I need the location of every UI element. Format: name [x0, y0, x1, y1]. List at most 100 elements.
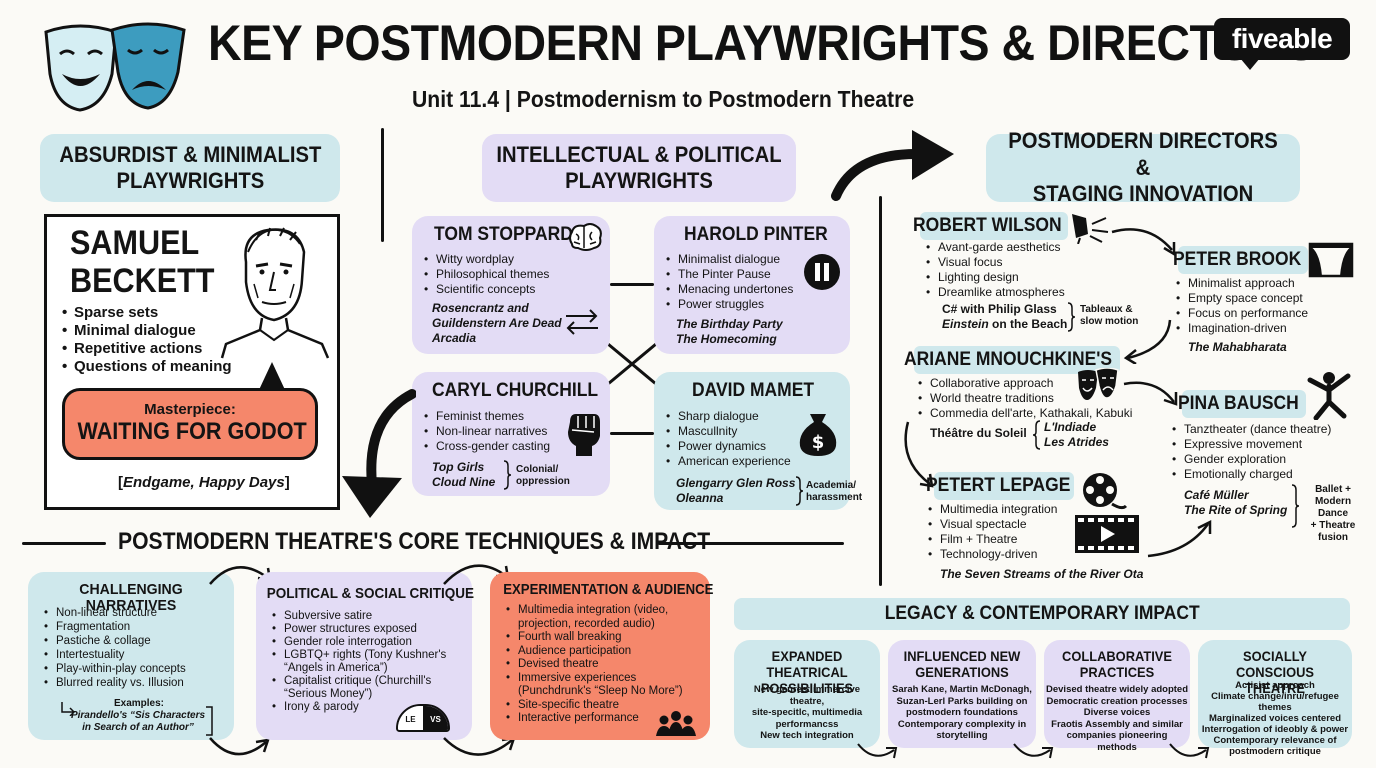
- arrow-mnouchkine-to-bausch-icon: [1122, 378, 1180, 408]
- lepage-trait: Technology-driven: [928, 547, 1057, 562]
- audience-group-icon: [654, 708, 698, 738]
- mnouchkine-trait: Commedia dell'arte, Kathakali, Kabuki: [918, 406, 1132, 421]
- legacy-card-title-line: COLLABORATIVE: [1062, 648, 1172, 664]
- divider-left: [381, 128, 384, 242]
- wilson-note-line: Tableaux &: [1080, 304, 1133, 315]
- connector-bottom: [610, 432, 654, 435]
- lepage-work: The Seven Streams of the River Ota: [940, 567, 1144, 581]
- swap-arrows-icon: [562, 308, 602, 336]
- experimentation-item: Interactive performance: [506, 712, 702, 726]
- bausch-works: Café Müller The Rite of Spring: [1184, 488, 1287, 518]
- mnouchkine-name: ARIANE MNOUCHKINE'S: [903, 348, 1113, 370]
- legacy-card-line: Contemporary complexity in: [897, 718, 1027, 730]
- connector-cross: [604, 340, 660, 388]
- legacy-card-line: Actisist approach: [1235, 680, 1315, 691]
- stoppard-works: Rosencrantz and Guildenstern Are Dead Ar…: [432, 301, 562, 346]
- critique-item: Subversive satire: [272, 610, 458, 623]
- mnouchkine-works: L'Indiade Les Atrides: [1044, 420, 1109, 450]
- legacy-card-line: Sarah Kane, Martin McDonagh,: [892, 684, 1032, 695]
- wilson-collab: C# with Philip Glass Einstein on the Bea…: [942, 302, 1067, 332]
- beckett-portrait-icon: [218, 222, 330, 360]
- narratives-list: Non-linear structure Fragmentation Pasti…: [44, 606, 186, 690]
- bausch-note-line: + Theatre: [1310, 520, 1356, 531]
- experimentation-item: Devised theatre: [506, 658, 702, 672]
- narratives-example-line: in Search of an Author”: [82, 722, 194, 733]
- beckett-trait: Sparse sets: [62, 304, 232, 322]
- churchill-work: Top Girls: [432, 460, 485, 474]
- legacy-card-title-line: POSSIBILITIES: [760, 680, 854, 696]
- legacy-card-line: Suzan-Lerl Parks building on: [896, 695, 1028, 707]
- experimentation-item: Fourth wall breaking: [506, 631, 702, 645]
- legacy-card-body: Devised theatre widely adopted Democrati…: [1046, 684, 1188, 753]
- legacy-heading: LEGACY & CONTEMPORARY IMPACT: [734, 598, 1350, 630]
- page-title: KEY POSTMODERN PLAYWRIGHTS & DIRECTORS: [208, 15, 1316, 71]
- masterpiece-title: WAITING FOR GODOT: [77, 418, 307, 445]
- wilson-collab-italic: Einstein: [942, 317, 989, 331]
- intellectual-heading-line1: INTELLECTUAL & POLITICAL: [496, 141, 782, 167]
- legacy-card-expanded: [734, 640, 880, 748]
- stoppard-work: Arcadia: [432, 331, 477, 345]
- mamet-name: DAVID MAMET: [692, 380, 815, 401]
- dancer-icon: [1306, 370, 1352, 421]
- lepage-trait: Multimedia integration: [928, 502, 1057, 517]
- legacy-card-title: INFLUENCED NEW GENERATIONS: [894, 648, 1030, 680]
- legacy-card-title: EXPANDED THEATRICAL POSSIBILITIES: [740, 648, 874, 696]
- arrow-brook-to-mnouchkine-icon: [1118, 318, 1174, 366]
- legacy-card-title-line: SOCIALLY CONSCIOUS: [1235, 648, 1314, 680]
- bausch-trait: Emotionally charged: [1172, 467, 1331, 482]
- bausch-traits: Tanztheater (dance theatre) Expressive m…: [1172, 422, 1331, 482]
- beckett-name-line1: SAMUEL: [70, 224, 200, 262]
- mamet-trait: American experience: [666, 454, 791, 469]
- beckett-name: SAMUEL BECKETT: [70, 224, 215, 300]
- legacy-arrow-icon: [1166, 740, 1212, 762]
- legacy-card-line: storytelling: [936, 730, 988, 741]
- experimentation-list: Multimedia integration (video, projectio…: [506, 604, 702, 726]
- experimentation-item: Site-specific theatre: [506, 699, 702, 713]
- stoppard-name: TOM STOPPARD: [434, 224, 573, 245]
- critique-item: Irony & parody: [272, 701, 458, 714]
- masterpiece-bubble: Masterpiece: WAITING FOR GODOT: [62, 388, 318, 460]
- mnouchkine-trait: World theatre traditions: [918, 391, 1132, 406]
- critique-title: POLITICAL & SOCIAL CRITIQUE: [266, 585, 475, 602]
- absurdist-heading: ABSURDIST & MINIMALIST PLAYWRIGHTS: [40, 134, 340, 202]
- mamet-traits: Sharp dialogue Mascullnity Power dynamic…: [666, 409, 791, 469]
- legacy-card-line: Fraotis Assembly and similar: [1051, 718, 1183, 730]
- arrow-wilson-to-brook-icon: [1108, 222, 1180, 258]
- churchill-trait: Non-linear narratives: [424, 424, 550, 439]
- experimentation-item: Multimedia integration (video, projectio…: [506, 604, 702, 631]
- bausch-trait: Expressive movement: [1172, 437, 1331, 452]
- scale-badge-right: VS: [423, 706, 448, 730]
- legacy-card-title: SOCIALLY CONSCIOUS THEATRE: [1204, 648, 1346, 696]
- legacy-arrow-icon: [854, 740, 900, 762]
- churchill-traits: Feminist themes Non-linear narratives Cr…: [424, 409, 550, 454]
- legacy-arrow-icon: [1010, 740, 1056, 762]
- mamet-note-line: harassment: [806, 492, 863, 503]
- mamet-works: Glengarry Glen Ross Oleanna: [676, 476, 795, 506]
- empty-stage-icon: [1308, 242, 1354, 278]
- absurdist-heading-line1: ABSURDIST & MINIMALIST: [59, 141, 321, 167]
- narratives-examples: Pirandello's “Sis Characters in Search o…: [70, 710, 206, 734]
- narratives-example-line: Pirandello's “Sis Characters: [70, 710, 206, 721]
- beckett-other-works: [Endgame, Happy Days]: [118, 474, 290, 491]
- churchill-brace: [502, 460, 512, 490]
- mamet-note-line: Academia/: [806, 480, 857, 491]
- absurdist-heading-line2: PLAYWRIGHTS: [116, 168, 264, 193]
- narratives-item: Fragmentation: [44, 620, 186, 634]
- wilson-trait: Visual focus: [926, 255, 1065, 270]
- beckett-trait: Minimal dialogue: [62, 322, 232, 340]
- pinter-traits: Minimalist dialogue The Pinter Pause Men…: [666, 252, 793, 312]
- divider-right: [879, 196, 882, 586]
- pinter-trait: Minimalist dialogue: [666, 252, 793, 267]
- bausch-work: Café Müller: [1184, 488, 1249, 502]
- legacy-card-line: Democratic creation processes: [1046, 695, 1188, 707]
- narratives-examples-hook: [60, 702, 76, 717]
- brain-icon: [566, 222, 604, 252]
- legacy-card-line: postmodern critique: [1229, 746, 1321, 757]
- pinter-works: The Birthday Party The Homecoming: [676, 317, 783, 347]
- stoppard-trait: Witty wordplay: [424, 252, 549, 267]
- fiveable-logo: fiveable: [1214, 18, 1350, 60]
- legacy-card-line: New tech integration: [760, 730, 854, 741]
- works-bracket-close: ]: [284, 474, 290, 491]
- directors-heading-line2: STAGING INNOVATION: [1032, 181, 1254, 207]
- mamet-brace: [794, 476, 804, 506]
